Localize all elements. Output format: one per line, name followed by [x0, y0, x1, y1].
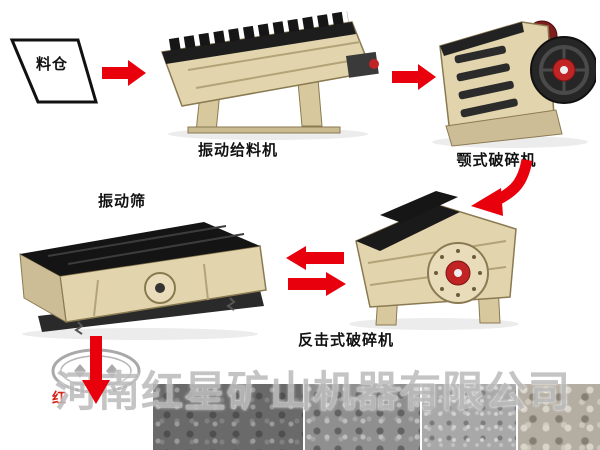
- product-photo-crushed-gravel-light: [516, 384, 600, 450]
- product-photo-crushed-stone-medium: [303, 384, 420, 450]
- impact-crusher-label: 反击式破碎机: [297, 332, 394, 349]
- right-return-arrow-icon: [288, 272, 346, 296]
- right-arrow-icon: [102, 60, 146, 86]
- logo-char: 红: [52, 390, 66, 406]
- product-photo-crushed-stone-dark: [153, 384, 303, 450]
- product-photo-strip: [153, 384, 600, 450]
- curved-down-arrow-icon: [471, 158, 533, 216]
- screen-label: 振动筛: [97, 193, 146, 210]
- silo-outline-shape: [9, 38, 98, 104]
- jaw-crusher-image: [432, 20, 596, 148]
- product-photo-crushed-stone-fine: [420, 384, 516, 450]
- down-arrow-icon: [82, 336, 110, 404]
- vibrating-feeder-image: [160, 11, 379, 140]
- vibrating-screen-image: [19, 222, 267, 340]
- right-arrow-icon: [392, 64, 436, 90]
- jaw-crusher-label: 颚式破碎机: [456, 152, 537, 169]
- left-arrow-icon: [286, 246, 344, 270]
- impact-crusher-image: [349, 191, 519, 330]
- silo-label: 料仓: [36, 56, 69, 73]
- feeder-label: 振动给料机: [197, 142, 278, 159]
